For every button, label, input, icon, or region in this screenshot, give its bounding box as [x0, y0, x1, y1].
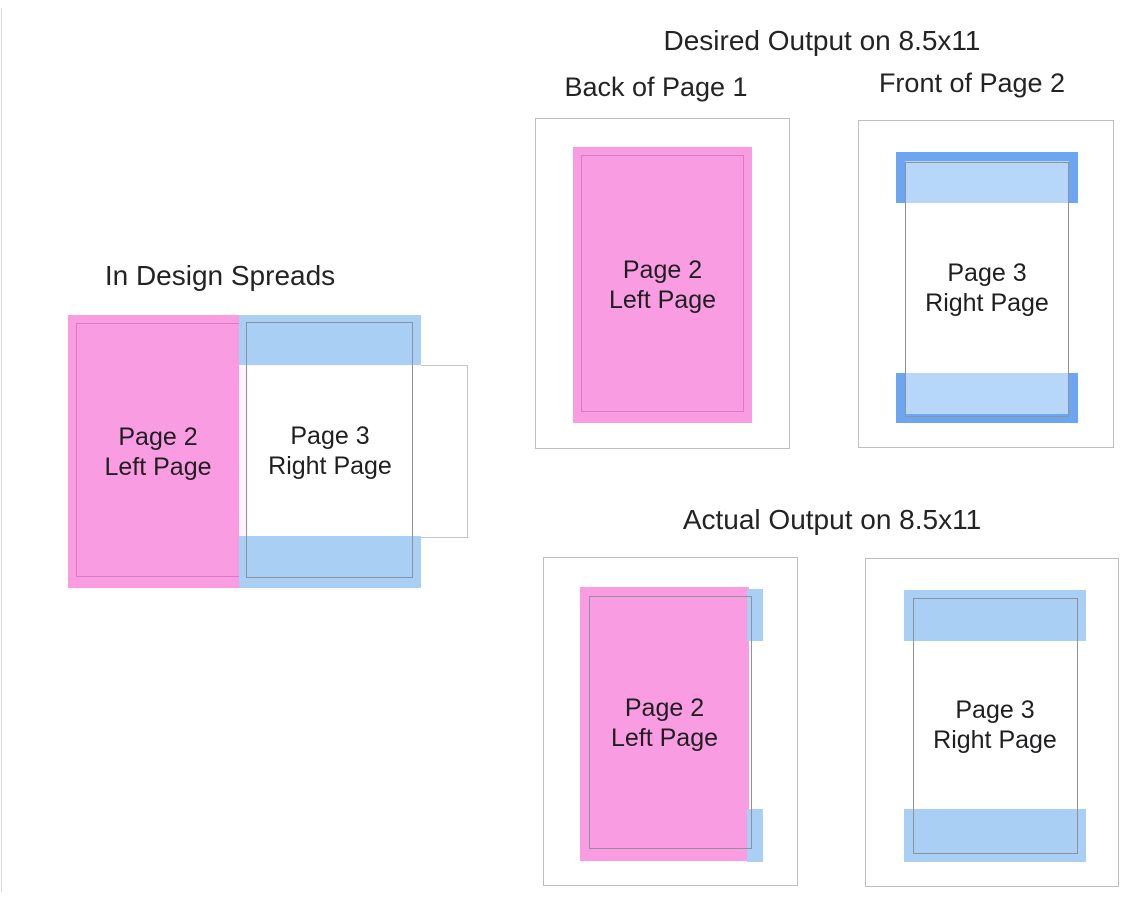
actual-page3-label-line2: Right Page: [933, 726, 1057, 754]
spread-page3-bottom-band: [239, 536, 421, 588]
desired-page3-label-line2: Right Page: [925, 289, 1049, 317]
actual-page3-label: Page 3 Right Page: [904, 641, 1086, 809]
desired-back-label: Back of Page 1: [564, 72, 748, 102]
spread-page2-label-line1: Page 2: [118, 422, 198, 451]
actual-page2: [580, 587, 749, 861]
desired-page2-inner-border: [581, 155, 744, 412]
spread-page2-label: Page 2 Left Page: [68, 315, 248, 588]
spread-title: In Design Spreads: [104, 260, 336, 291]
spread-page2: Page 2 Left Page: [68, 315, 248, 588]
desired-sheet-back: Page 2 Left Page: [535, 118, 790, 449]
actual-page2-label-line2: Left Page: [610, 723, 719, 752]
actual-sheet-front: Page 3 Right Page: [865, 558, 1119, 887]
desired-page3-label: Page 3 Right Page: [896, 203, 1078, 373]
desired-title: Desired Output on 8.5x11: [663, 25, 981, 56]
spread-page3-label-line2: Right Page: [268, 451, 392, 480]
spread-page3: Page 3 Right Page: [239, 315, 421, 588]
desired-page2-label-line1: Page 2: [622, 256, 703, 284]
left-edge-line: [1, 8, 2, 892]
desired-page2: Page 2 Left Page: [573, 147, 752, 423]
actual-page2-label: Page 2 Left Page: [580, 596, 749, 849]
spread-page3-label-line1: Page 3: [290, 421, 370, 450]
actual-sheet-back: Page 2 Left Page: [543, 557, 798, 886]
actual-page2-label-line1: Page 2: [624, 693, 705, 722]
spread-page3-label: Page 3 Right Page: [239, 365, 421, 536]
actual-page3-label-line1: Page 3: [955, 696, 1035, 724]
desired-page3-label-line1: Page 3: [947, 259, 1027, 287]
desired-page2-label: Page 2 Left Page: [573, 147, 752, 423]
spread-page3-top-band: [239, 315, 421, 365]
actual-page2-trim: [589, 596, 752, 849]
actual-page3-trim: [913, 598, 1078, 854]
actual-title: Actual Output on 8.5x11: [682, 504, 982, 535]
desired-page3-bleed-top: [896, 152, 1078, 203]
desired-front-label: Front of Page 2: [878, 68, 1066, 98]
spread-page3-middle: [239, 365, 421, 536]
desired-page2-label-line2: Left Page: [608, 286, 717, 314]
desired-page3-band-bottom: [905, 373, 1069, 414]
desired-page3-bleed-bottom: [896, 373, 1078, 423]
spread-page2-label-line2: Left Page: [104, 452, 212, 481]
desired-sheet-front: Page 3 Right Page: [858, 120, 1114, 448]
spread-page3-trim: [246, 322, 413, 578]
desired-page3-trim: [905, 162, 1069, 417]
desired-page3-band-top: [905, 161, 1069, 203]
